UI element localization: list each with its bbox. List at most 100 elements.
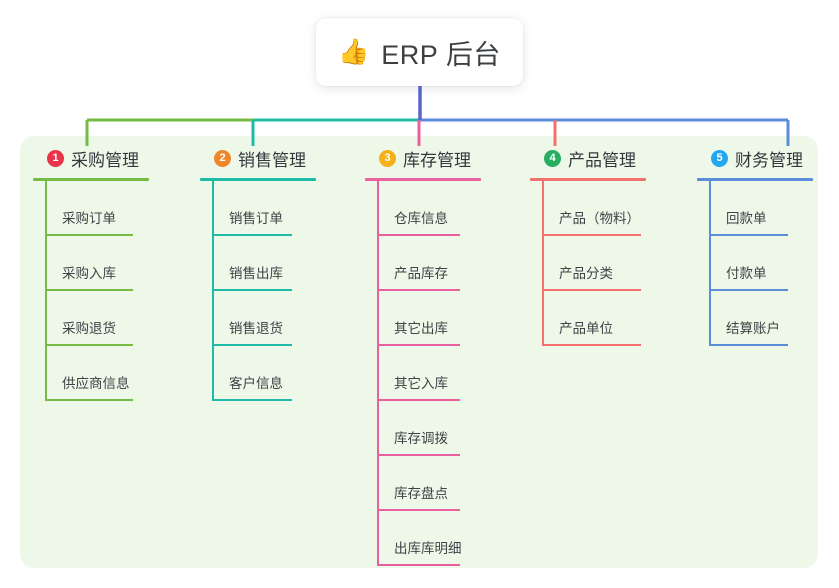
branch-item-label: 采购订单 [62,211,116,226]
branch-underline [365,178,481,181]
branch-column-1: 1 采购管理采购订单采购入库采购退货供应商信息 [33,146,149,401]
branch-item[interactable]: 出库库明细 [365,511,481,566]
branch-item[interactable]: 产品分类 [530,236,646,291]
branch-item-label: 产品库存 [394,266,448,281]
branch-item-underline [709,344,788,346]
branch-item-label: 产品（物料） [559,211,640,226]
branch-item-label: 出库库明细 [394,541,462,556]
branch-item-label: 结算账户 [726,321,780,336]
branch-column-5: 5 财务管理回款单付款单结算账户 [697,146,813,346]
branch-underline [200,178,316,181]
branch-item-label: 产品单位 [559,321,613,336]
branch-item-label: 销售订单 [229,211,283,226]
branch-badge-icon: 1 [47,149,64,167]
branch-item[interactable]: 付款单 [697,236,813,291]
branch-item-underline [45,399,133,401]
branch-item[interactable]: 销售订单 [200,181,316,236]
branch-underline [33,178,149,181]
branch-item-underline [542,289,641,291]
branch-item-label: 产品分类 [559,266,613,281]
branch-spine [709,181,711,346]
branch-header-2[interactable]: 2 销售管理 [200,146,316,170]
branch-items: 回款单付款单结算账户 [697,181,813,346]
branch-item-label: 付款单 [726,266,767,281]
branch-column-3: 3 库存管理仓库信息产品库存其它出库其它入库库存调拨库存盘点出库库明细 [365,146,481,566]
branch-item[interactable]: 产品库存 [365,236,481,291]
branch-items: 仓库信息产品库存其它出库其它入库库存调拨库存盘点出库库明细 [365,181,481,566]
branch-item[interactable]: 采购退货 [33,291,149,346]
branch-item-underline [377,399,460,401]
branch-item-underline [542,234,641,236]
branch-item-underline [212,399,292,401]
branch-items: 销售订单销售出库销售退货客户信息 [200,181,316,401]
branch-item[interactable]: 客户信息 [200,346,316,401]
branch-item-underline [212,234,292,236]
branch-column-2: 2 销售管理销售订单销售出库销售退货客户信息 [200,146,316,401]
branch-item-label: 销售退货 [229,321,283,336]
branch-item-underline [709,234,788,236]
branch-item-label: 回款单 [726,211,767,226]
branch-item-label: 供应商信息 [62,376,130,391]
branch-spine [45,181,47,401]
branch-header-3[interactable]: 3 库存管理 [365,146,481,170]
branch-item-underline [45,344,133,346]
branch-item[interactable]: 销售退货 [200,291,316,346]
branch-badge-icon: 3 [379,149,396,167]
branch-item[interactable]: 其它出库 [365,291,481,346]
branch-item-underline [542,344,641,346]
branches-panel [20,136,818,568]
branch-spine [377,181,379,566]
branch-item-label: 采购退货 [62,321,116,336]
branch-header-1[interactable]: 1 采购管理 [33,146,149,170]
branch-item-underline [45,289,133,291]
branch-item-underline [709,289,788,291]
branch-item-label: 仓库信息 [394,211,448,226]
branch-item[interactable]: 产品（物料） [530,181,646,236]
branch-item[interactable]: 库存盘点 [365,456,481,511]
branch-item[interactable]: 采购订单 [33,181,149,236]
branch-item[interactable]: 产品单位 [530,291,646,346]
branch-title: 采购管理 [71,150,139,170]
branch-item-underline [377,454,460,456]
branch-item-underline [377,344,460,346]
branch-item-label: 库存调拨 [394,431,448,446]
branch-item-underline [377,509,460,511]
branch-item-label: 客户信息 [229,376,283,391]
root-node[interactable]: 👍 ERP 后台 [316,18,523,86]
branch-underline [530,178,646,181]
branch-item-underline [377,289,460,291]
branch-underline [697,178,813,181]
branch-title: 产品管理 [568,150,636,170]
branch-item-underline [45,234,133,236]
branch-item[interactable]: 其它入库 [365,346,481,401]
branch-header-5[interactable]: 5 财务管理 [697,146,813,170]
branch-item-label: 其它入库 [394,376,448,391]
branch-spine [212,181,214,401]
branch-item[interactable]: 回款单 [697,181,813,236]
branch-title: 库存管理 [403,150,471,170]
branch-title: 销售管理 [238,150,306,170]
branch-badge-icon: 2 [214,149,231,167]
branch-item-underline [377,564,460,566]
branch-item[interactable]: 采购入库 [33,236,149,291]
branch-item-label: 其它出库 [394,321,448,336]
branch-item-label: 库存盘点 [394,486,448,501]
branch-item-underline [212,344,292,346]
branch-items: 产品（物料） 产品分类产品单位 [530,181,646,346]
branch-item-underline [212,289,292,291]
branch-item[interactable]: 销售出库 [200,236,316,291]
branch-title: 财务管理 [735,150,803,170]
branch-item[interactable]: 仓库信息 [365,181,481,236]
branch-badge-icon: 4 [544,149,561,167]
branch-spine [542,181,544,346]
branch-item-label: 采购入库 [62,266,116,281]
branch-item[interactable]: 库存调拨 [365,401,481,456]
branch-item[interactable]: 结算账户 [697,291,813,346]
thumbs-up-icon: 👍 [338,37,370,66]
branch-item[interactable]: 供应商信息 [33,346,149,401]
branch-header-4[interactable]: 4 产品管理 [530,146,646,170]
branch-item-underline [377,234,460,236]
branch-badge-icon: 5 [711,149,728,167]
branch-item-label: 销售出库 [229,266,283,281]
